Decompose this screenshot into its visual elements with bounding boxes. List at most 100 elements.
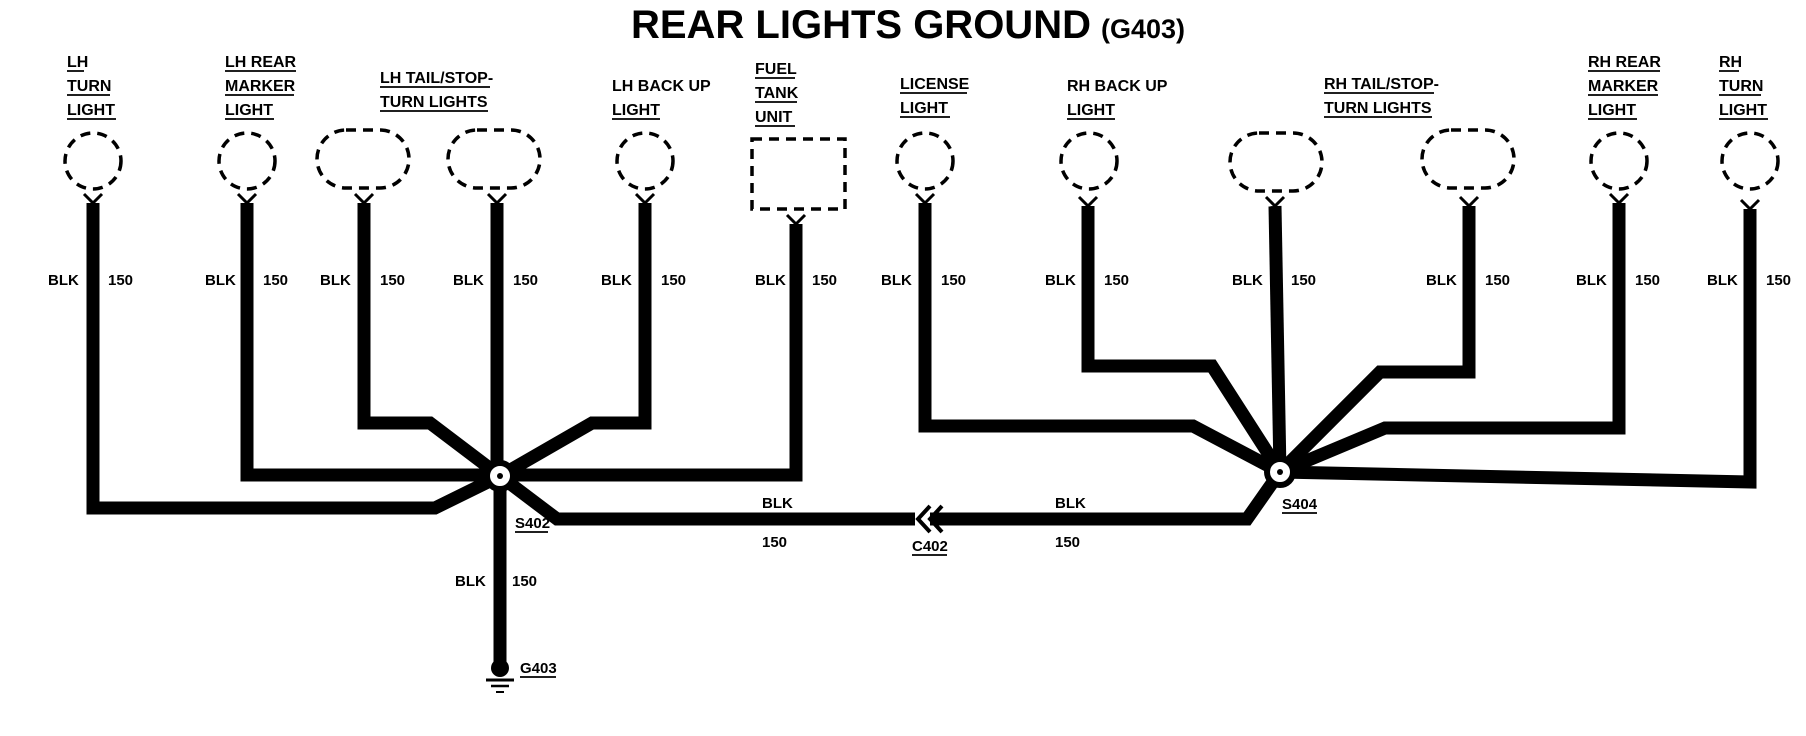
svg-text:BLK: BLK	[1232, 272, 1263, 289]
svg-text:BLK: BLK	[453, 272, 484, 289]
rh-tail-stop-turn-light-2-symbol	[1420, 128, 1516, 190]
connector-c402-symbol	[915, 504, 944, 534]
lh-tail-stop-turn-light-1-symbol	[315, 128, 411, 190]
lh-tail-stop-turn-light-2-symbol	[446, 128, 542, 190]
svg-text:BLK: BLK	[1707, 272, 1738, 289]
svg-text:UNIT: UNIT	[755, 109, 793, 126]
splice-label-s402: S402	[515, 515, 550, 533]
svg-text:MARKER: MARKER	[225, 78, 296, 95]
svg-text:TURN: TURN	[1719, 78, 1763, 95]
svg-text:150: 150	[263, 272, 288, 289]
wire-lh-tail-1	[357, 203, 504, 482]
rh-tail-stop-turn-light-1-symbol	[1228, 131, 1324, 193]
component-label-rh-rear-marker: RH REAR MARKER LIGHT	[1588, 54, 1661, 120]
svg-text:150: 150	[812, 272, 837, 289]
wire-fuel-tank	[500, 224, 803, 482]
svg-text:150: 150	[1104, 272, 1129, 289]
component-label-lh-rear-marker: LH REAR MARKER LIGHT	[225, 54, 297, 120]
svg-text:LIGHT: LIGHT	[67, 102, 115, 119]
svg-text:150: 150	[1291, 272, 1316, 289]
svg-text:G403: G403	[520, 660, 557, 677]
component-label-rh-turn: RH TURN LIGHT	[1719, 54, 1768, 120]
component-label-lh-tail-stop-turn: LH TAIL/STOP- TURN LIGHTS	[380, 70, 493, 112]
wire-rh-tail-2	[1275, 206, 1476, 477]
lh-rear-marker-light-symbol	[217, 131, 277, 191]
svg-text:BLK: BLK	[1045, 272, 1076, 289]
rh-turn-light-symbol	[1720, 131, 1780, 191]
svg-text:BLK: BLK	[455, 573, 486, 590]
svg-text:BLK: BLK	[755, 272, 786, 289]
svg-text:150: 150	[513, 272, 538, 289]
svg-text:LIGHT: LIGHT	[612, 102, 660, 119]
wire-rh-rear-marker	[1277, 203, 1626, 478]
rh-back-up-light-symbol	[1059, 131, 1119, 191]
wire-c402-to-s404	[930, 468, 1286, 526]
svg-text:150: 150	[941, 272, 966, 289]
license-light-symbol	[895, 131, 955, 191]
svg-text:LICENSE: LICENSE	[900, 76, 970, 93]
svg-text:TANK: TANK	[755, 85, 799, 102]
svg-text:150: 150	[762, 534, 787, 551]
component-label-license: LICENSE LIGHT	[900, 76, 970, 118]
svg-text:RH TAIL/STOP-: RH TAIL/STOP-	[1324, 76, 1439, 93]
svg-text:S404: S404	[1282, 496, 1318, 513]
svg-text:150: 150	[1635, 272, 1660, 289]
wire-lh-back-up	[496, 203, 652, 482]
svg-text:C402: C402	[912, 538, 948, 555]
splice-label-s404: S404	[1282, 496, 1318, 514]
connector-label-c402: C402	[912, 538, 948, 556]
svg-text:LH BACK UP: LH BACK UP	[612, 78, 711, 95]
rh-rear-marker-light-symbol	[1589, 131, 1649, 191]
svg-text:BLK: BLK	[48, 272, 79, 289]
component-label-lh-turn: LH TURN LIGHT	[67, 54, 116, 120]
svg-text:TURN LIGHTS: TURN LIGHTS	[380, 94, 488, 111]
wire-license	[918, 203, 1284, 478]
svg-text:TURN: TURN	[67, 78, 111, 95]
svg-text:LH TAIL/STOP-: LH TAIL/STOP-	[380, 70, 493, 87]
svg-text:150: 150	[512, 573, 537, 590]
wire-rh-turn	[1279, 209, 1757, 489]
svg-text:TURN LIGHTS: TURN LIGHTS	[1324, 100, 1432, 117]
svg-text:150: 150	[380, 272, 405, 289]
component-label-fuel-tank: FUEL TANK UNIT	[755, 61, 799, 127]
diagram-title: REAR LIGHTS GROUND(G403)	[631, 3, 1185, 47]
svg-text:150: 150	[1055, 534, 1080, 551]
svg-text:S402: S402	[515, 515, 550, 532]
svg-text:BLK: BLK	[601, 272, 632, 289]
wire-rh-back-up	[1081, 206, 1286, 476]
svg-text:BLK: BLK	[205, 272, 236, 289]
component-label-rh-back-up: RH BACK UP LIGHT	[1067, 78, 1168, 120]
component-label-lh-back-up: LH BACK UP LIGHT	[612, 78, 711, 120]
svg-text:150: 150	[1485, 272, 1510, 289]
svg-text:MARKER: MARKER	[1588, 78, 1659, 95]
svg-text:RH BACK UP: RH BACK UP	[1067, 78, 1168, 95]
wire-labels: BLK 150 BLK 150 BLK 150 BLK 150 BLK 150 BLK 15…	[48, 272, 1791, 590]
left-harness-wires	[86, 203, 915, 668]
lh-back-up-light-symbol	[615, 131, 675, 191]
svg-text:150: 150	[661, 272, 686, 289]
svg-text:LH: LH	[67, 54, 88, 71]
svg-text:BLK: BLK	[1576, 272, 1607, 289]
svg-text:BLK: BLK	[762, 495, 793, 512]
svg-text:150: 150	[1766, 272, 1791, 289]
svg-text:LIGHT: LIGHT	[900, 100, 948, 117]
svg-text:LIGHT: LIGHT	[1588, 102, 1636, 119]
wire-lh-rear-marker	[240, 203, 500, 482]
svg-text:150: 150	[108, 272, 133, 289]
lh-turn-light-symbol	[63, 131, 123, 191]
splice-s404	[1264, 456, 1296, 488]
svg-text:RH: RH	[1719, 54, 1742, 71]
svg-text:LIGHT: LIGHT	[1067, 102, 1115, 119]
svg-text:LIGHT: LIGHT	[1719, 102, 1767, 119]
right-harness-wires	[918, 203, 1757, 526]
fuel-tank-unit-symbol	[750, 137, 847, 211]
wire-rh-tail-1	[1268, 205, 1287, 473]
ground-g403-symbol	[486, 659, 514, 693]
svg-text:BLK: BLK	[1426, 272, 1457, 289]
svg-text:LH REAR: LH REAR	[225, 54, 297, 71]
wire-s402-to-c402	[496, 470, 915, 526]
svg-text:FUEL: FUEL	[755, 61, 797, 78]
wire-lh-turn	[86, 203, 503, 515]
component-label-rh-tail-stop-turn: RH TAIL/STOP- TURN LIGHTS	[1324, 76, 1439, 118]
